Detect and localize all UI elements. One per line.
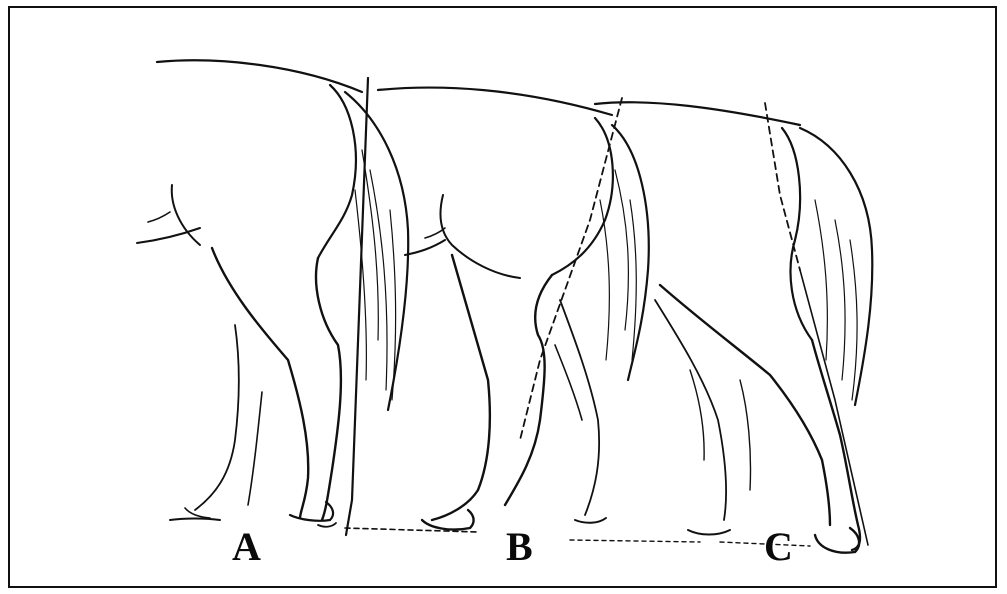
panel-label-a: A [232,527,261,567]
horse-c-far-leg [655,300,726,520]
horse-b-rump [552,118,613,275]
horse-c-tail [800,128,872,405]
horse-c [595,102,872,552]
horse-a-rump [318,85,356,258]
panel-label-c: C [764,527,793,567]
horse-c-plumb-line [800,270,868,545]
horse-a [137,60,478,535]
horse-b-hind-leg-front [432,255,490,520]
horse-a-hind-leg-front [212,248,308,518]
horse-b-tail [612,125,649,380]
horse-a-far-hoof [170,519,220,521]
horse-c-back [595,102,800,125]
horse-b-back [378,88,612,115]
horse-b-belly [440,195,520,278]
horse-b-ground-line [570,540,700,542]
horse-c-hind-leg-back [812,340,860,550]
horse-b-far-leg [560,300,599,515]
horse-b-near-hoof [422,510,474,530]
horse-a-far-leg [195,325,239,510]
horse-a-hind-leg-back [316,258,341,520]
horse-b [378,88,700,542]
horse-b-hind-leg-back [505,275,552,505]
horse-c-far-hoof [688,530,730,535]
horse-c-rump [782,128,812,340]
panel-label-b: B [506,527,533,567]
